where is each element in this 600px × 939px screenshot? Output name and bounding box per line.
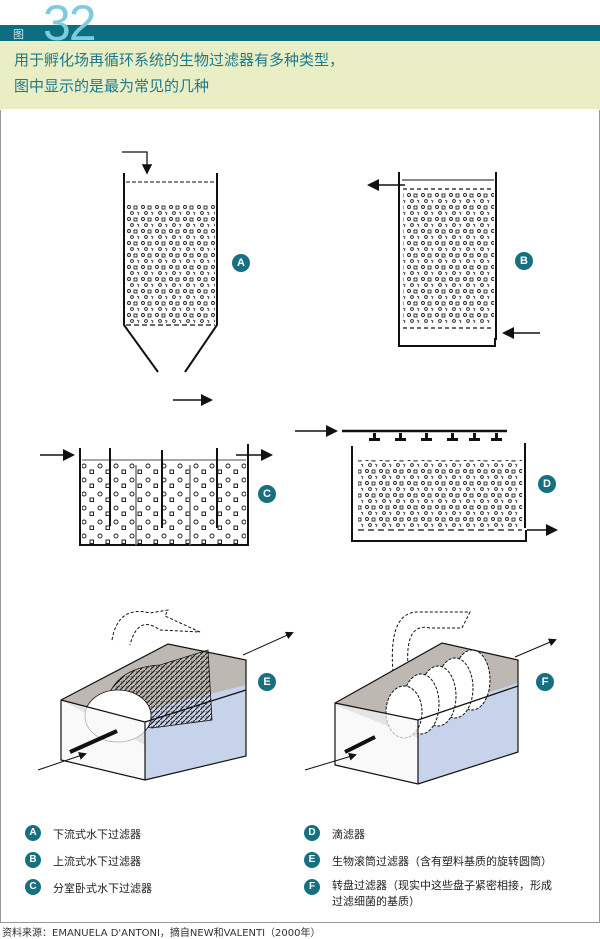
outlet-arrow [514,638,557,658]
legend-text: 滴滤器 [332,828,365,841]
legend-text: 上流式水下过滤器 [53,855,141,868]
diagram-badge-b: B [515,252,533,270]
figure-label: 图 [13,28,24,41]
diagram-d-trickling-filter [295,425,558,542]
figure-number: 32 [43,0,97,51]
legend-badge: A [25,825,41,841]
diagram-badge-e: E [258,673,276,691]
legend-text: 生物滚筒过滤器（含有塑料基质的旋转圆筒） [332,855,552,868]
rotation-arrow [391,611,471,673]
inlet-arrow [304,752,357,771]
diagram-b-upflow-filter [367,172,540,347]
diagram-badge-d: D [538,475,556,493]
legend-badge: C [25,879,41,895]
diagram-badge-f: F [536,673,554,691]
diagram-badge-c: C [258,485,276,503]
source-citation: 资料来源：EMANUELA D'ANTONI，摘自NEW和VALENTI（200… [2,928,321,939]
diagram-badge-a: A [232,254,250,272]
diagram-f-disc-filter [304,611,557,785]
inlet-arrow [122,151,153,175]
legend-text: 下流式水下过滤器 [53,828,141,841]
legend-badge: B [25,852,41,868]
legend-text: 转盘过滤器（现实中这些盘子紧密相接，形成过滤细菌的基质） [332,879,552,908]
figure-title-box: 用于孵化场再循环系统的生物过滤器有多种类型， 图中显示的是最为常见的几种 [0,41,600,109]
figure-title-line-1: 用于孵化场再循环系统的生物过滤器有多种类型， [14,51,345,69]
outlet-arrow [242,631,294,656]
legend-badge: F [304,879,320,895]
figure-title-line-2: 图中显示的是最为常见的几种 [14,77,210,95]
figure-header-bar [0,25,600,41]
legend-badge: E [304,852,320,868]
inlet-arrow [37,752,87,771]
legend-text: 分室卧式水下过滤器 [53,882,152,895]
legend-badge: D [304,825,320,841]
diagram-c-compartment-filter [40,444,273,546]
diagram-e-biodrum-filter [37,609,294,781]
rotation-arrow [111,609,201,646]
diagram-a-downflow-filter [122,151,218,406]
